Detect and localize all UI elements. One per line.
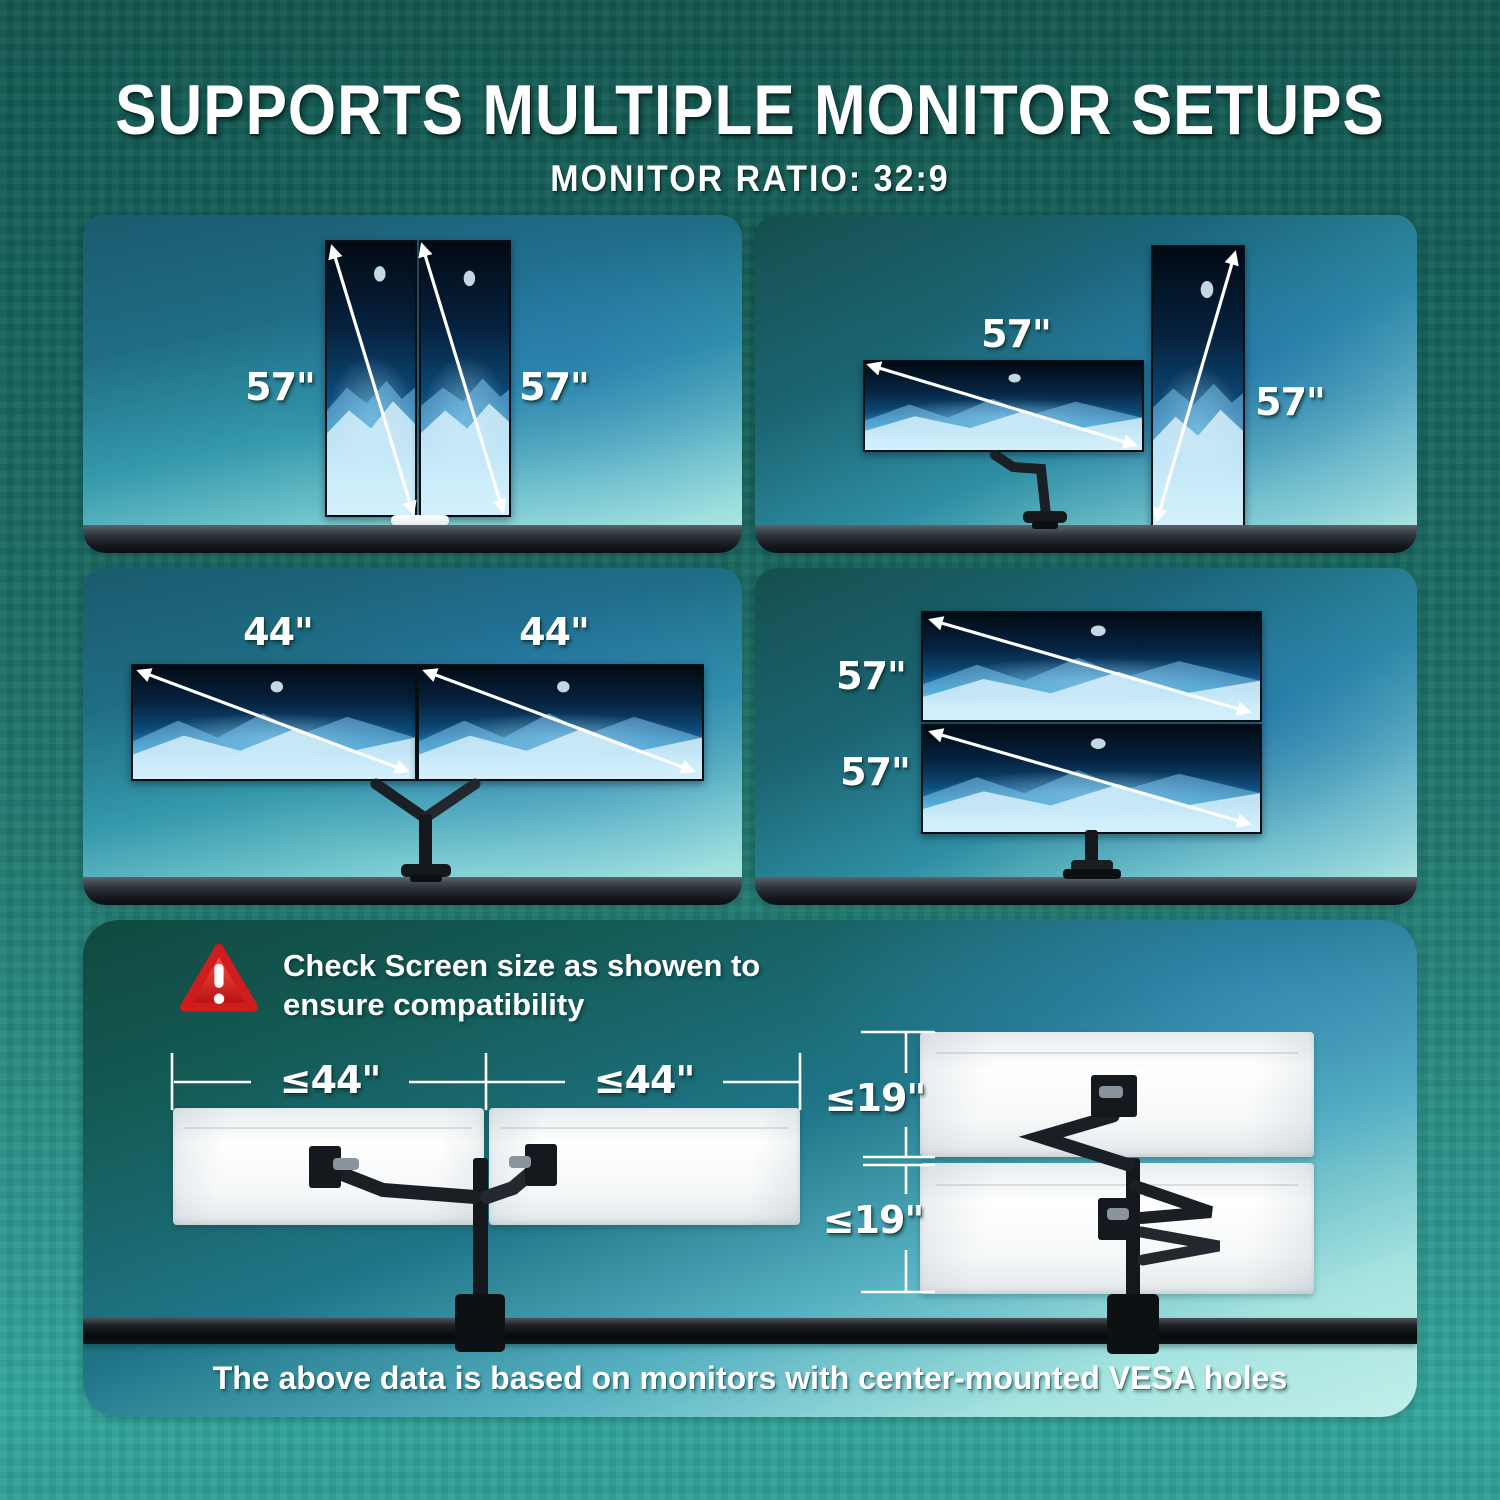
- size-label-left: 57": [245, 365, 316, 409]
- desk-surface: [755, 525, 1417, 553]
- footnote-text: The above data is based on monitors with…: [212, 1360, 1288, 1396]
- panel-landscape-plus-portrait: 57" 57": [755, 215, 1417, 553]
- size-label-right: 57": [519, 365, 590, 409]
- size-label-landscape: 57": [981, 312, 1052, 356]
- desk-surface: [83, 525, 742, 553]
- landscape-monitor-right: [417, 664, 704, 781]
- page-subtitle: MONITOR RATIO: 32:9: [550, 158, 950, 200]
- rear-monitor-bottom: [920, 1163, 1314, 1294]
- warning-icon: [180, 943, 258, 1012]
- screen-wallpaper: [923, 738, 1260, 832]
- page-title: SUPPORTS MULTIPLE MONITOR SETUPS: [115, 71, 1385, 150]
- rear-monitor-left: [173, 1108, 484, 1225]
- panel-dual-landscape: 44" 44": [83, 568, 742, 905]
- screen-wallpaper: [419, 681, 702, 779]
- stacked-monitor-bottom: [921, 724, 1262, 834]
- monitor-base: [391, 515, 449, 526]
- desk-surface: [755, 877, 1417, 905]
- size-label-left: 44": [243, 610, 314, 654]
- warning-text-line2: ensure compatibility: [283, 987, 585, 1022]
- screen-wallpaper: [923, 625, 1260, 720]
- landscape-monitor-left: [131, 664, 417, 781]
- panel-stacked-landscape: 57" 57": [755, 568, 1417, 905]
- max-width-label-right: ≤44": [593, 1058, 696, 1102]
- max-height-label-top: ≤19": [824, 1076, 927, 1120]
- panel-dual-portrait: 57" 57": [83, 215, 742, 553]
- screen-wallpaper: [865, 373, 1142, 450]
- screen-wallpaper: [133, 681, 415, 779]
- warning-text-line1: Check Screen size as showen to: [283, 948, 761, 983]
- panel-compatibility: Check Screen size as showen to ensure co…: [83, 920, 1417, 1417]
- max-height-label-bottom: ≤19": [822, 1198, 925, 1242]
- landscape-monitor: [863, 360, 1144, 452]
- desk-surface: [83, 877, 742, 905]
- desk-edge-rail: [83, 1318, 1417, 1344]
- size-label-bottom: 57": [840, 750, 911, 794]
- stacked-monitor-top: [921, 611, 1262, 722]
- size-label-right: 44": [519, 610, 590, 654]
- max-width-label-left: ≤44": [279, 1058, 382, 1102]
- size-label-top: 57": [836, 654, 907, 698]
- rear-monitor-right: [489, 1108, 800, 1225]
- rear-monitor-top: [920, 1032, 1314, 1157]
- size-label-portrait: 57": [1255, 380, 1326, 424]
